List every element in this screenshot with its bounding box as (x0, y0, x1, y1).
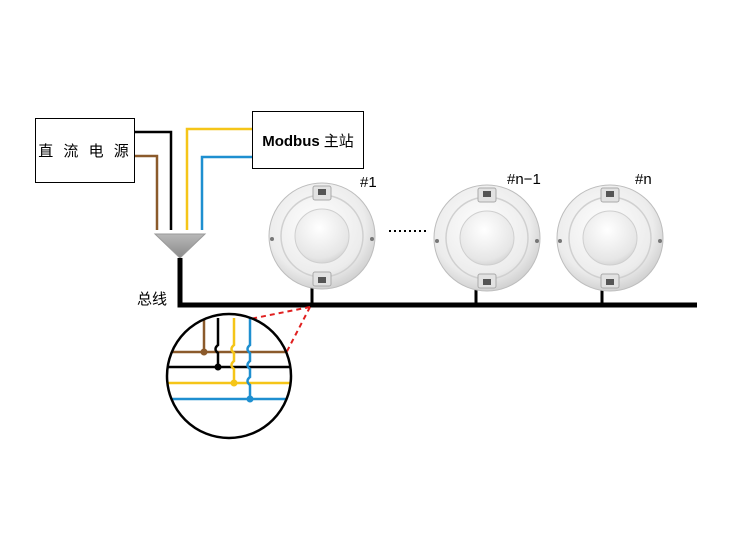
bus-label: 总线 (137, 291, 168, 308)
smoke-detector-icon (556, 184, 664, 292)
wire-yellow (185, 127, 252, 230)
device-label-n: #n (635, 171, 652, 188)
wire-junction-icon (153, 233, 207, 259)
power-supply-box: 直 流 电 源 (35, 118, 135, 183)
device-label-1: #1 (360, 174, 377, 191)
callout-line-bottom (283, 306, 311, 358)
magnified-detail (165, 312, 293, 440)
smoke-detector-icon (268, 182, 376, 290)
wire-blue (200, 155, 252, 230)
modbus-master-label-zh: 主站 (323, 132, 354, 150)
bus-line (177, 258, 697, 308)
smoke-detector-icon (433, 184, 541, 292)
modbus-master-label: Modbus (262, 132, 320, 150)
callout-line-top (249, 306, 311, 320)
wire-black (135, 130, 173, 230)
device-label-n-1: #n−1 (507, 171, 541, 188)
wire-brown (135, 154, 159, 230)
power-supply-label: 直 流 电 源 (38, 143, 132, 160)
